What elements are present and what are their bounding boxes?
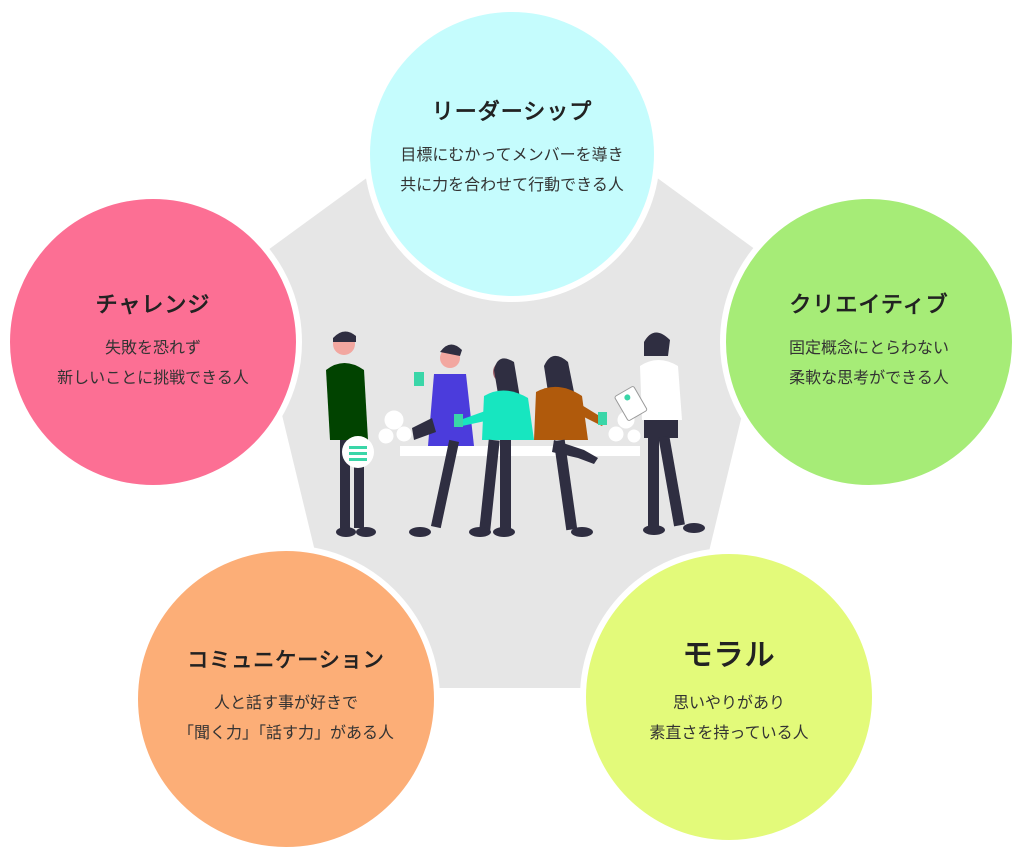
circle-moral-line: 思いやりがあり — [672, 693, 785, 712]
circle-leadership-title: リーダーシップ — [431, 100, 593, 125]
circle-moral: モラル 思いやりがあり 素直さを持っている人 — [580, 548, 878, 846]
circle-communication-line: 人と話す事が好きで — [213, 693, 358, 712]
circle-creative-title: クリエイティブ — [789, 293, 949, 318]
circle-communication-title: コミュニケーション — [187, 648, 385, 672]
people-group-illustration — [326, 331, 705, 537]
circle-leadership: リーダーシップ 目標にむかってメンバーを導き 共に力を合わせて行動できる人 — [364, 6, 660, 302]
circle-creative-desc: 固定概念にとらわない 柔軟な思考ができる人 — [789, 333, 949, 393]
circle-creative-line: 固定概念にとらわない — [788, 338, 949, 357]
document-icon — [614, 386, 648, 421]
person-teal-sweater — [454, 358, 534, 537]
person-orange-sweater — [534, 355, 607, 537]
circle-challenge-line: 新しいことに挑戦できる人 — [57, 368, 249, 387]
circle-challenge-desc: 失敗を恐れず 新しいことに挑戦できる人 — [57, 333, 249, 393]
circle-challenge: チャレンジ 失敗を恐れず 新しいことに挑戦できる人 — [4, 193, 302, 491]
circle-communication-desc: 人と話す事が好きで 「聞く力」「話す力」がある人 — [178, 688, 394, 748]
person-purple-jacket — [409, 344, 474, 537]
circle-communication: コミュニケーション 人と話す事が好きで 「聞く力」「話す力」がある人 — [132, 545, 440, 853]
circle-creative-line: 柔軟な思考ができる人 — [789, 368, 949, 387]
circle-leadership-line: 目標にむかってメンバーを導き — [400, 145, 624, 164]
circle-leadership-line: 共に力を合わせて行動できる人 — [400, 175, 624, 194]
circle-challenge-line: 失敗を恐れず — [104, 338, 201, 357]
circle-moral-desc: 思いやりがあり 素直さを持っている人 — [649, 688, 808, 748]
circle-leadership-desc: 目標にむかってメンバーを導き 共に力を合わせて行動できる人 — [400, 140, 624, 200]
circle-challenge-title: チャレンジ — [95, 293, 211, 318]
circle-moral-line: 素直さを持っている人 — [649, 723, 809, 742]
circle-communication-line: 「聞く力」「話す力」がある人 — [177, 723, 394, 742]
circle-creative: クリエイティブ 固定概念にとらわない 柔軟な思考ができる人 — [720, 193, 1018, 491]
circle-moral-title: モラル — [682, 638, 776, 673]
person-white-top — [614, 332, 705, 535]
person-green-sweater — [326, 331, 376, 537]
